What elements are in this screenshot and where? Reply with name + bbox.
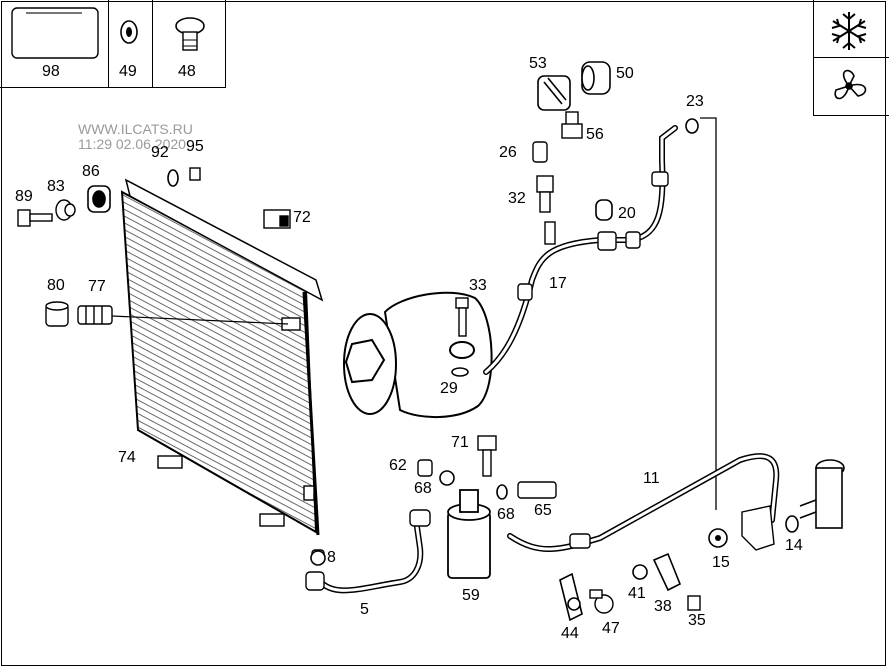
cell-divider — [108, 0, 109, 87]
label-35: 35 — [688, 612, 706, 629]
valve-32 — [536, 175, 554, 213]
bolt-33 — [455, 297, 469, 337]
label-20: 20 — [618, 205, 636, 222]
label-95: 95 — [186, 138, 204, 155]
condenser-74 — [120, 178, 324, 536]
leader-line — [700, 117, 717, 510]
label-23: 23 — [686, 93, 704, 110]
bracket-38 — [652, 552, 682, 592]
label-50: 50 — [616, 65, 634, 82]
label-86: 86 — [82, 163, 100, 180]
label-77: 77 — [88, 278, 106, 295]
hose-fittings — [517, 171, 669, 301]
valve-56 — [561, 111, 583, 139]
watermark-datetime: 11:29 02.06.2020 — [78, 136, 186, 152]
clip-48 — [175, 17, 205, 51]
label-15: 15 — [712, 554, 730, 571]
label-26: 26 — [499, 144, 517, 161]
fan-icon — [834, 69, 867, 100]
label-8: 8 — [327, 549, 336, 566]
label-62: 62 — [389, 457, 407, 474]
compressor — [343, 291, 493, 418]
label-5: 5 — [360, 601, 369, 618]
o-ring-29 — [451, 367, 469, 377]
label-32: 32 — [508, 190, 526, 207]
label-14: 14 — [785, 537, 803, 554]
label-44: 44 — [561, 625, 579, 642]
label-80: 80 — [47, 277, 65, 294]
label-65: 65 — [534, 502, 552, 519]
snowflake-icon — [831, 12, 867, 50]
label-68-right: 68 — [497, 506, 515, 523]
label-72: 72 — [293, 209, 311, 226]
label-47: 47 — [602, 620, 620, 637]
bolt-71 — [477, 435, 497, 477]
connector-72 — [263, 209, 291, 229]
sensor-65 — [517, 481, 557, 499]
washer-8 — [310, 550, 326, 566]
label-17: 17 — [549, 275, 567, 292]
o-ring-68 — [439, 470, 508, 500]
nut-15 — [708, 528, 728, 548]
label-92: 92 — [151, 144, 169, 161]
label-83: 83 — [47, 178, 65, 195]
label-41: 41 — [628, 585, 646, 602]
label-53: 53 — [529, 55, 547, 72]
label-33: 33 — [469, 277, 487, 294]
header-parts-box — [0, 0, 226, 88]
label-49: 49 — [119, 63, 137, 80]
label-11: 11 — [643, 470, 660, 487]
label-59: 59 — [462, 587, 480, 604]
switch-62 — [417, 459, 433, 477]
hose-11-fittings — [569, 505, 775, 551]
clamp-44 — [559, 572, 583, 622]
washer-14 — [785, 515, 799, 533]
grommet-86 — [87, 185, 111, 213]
cap-26 — [532, 141, 548, 163]
label-71: 71 — [451, 434, 469, 451]
washer-92 — [167, 169, 179, 187]
label-48: 48 — [178, 63, 196, 80]
clip-95 — [189, 167, 201, 181]
label-56: 56 — [586, 126, 604, 143]
nut-41 — [632, 564, 648, 580]
label-74: 74 — [118, 449, 136, 466]
leader-line — [111, 315, 289, 325]
expansion-valve-14 — [799, 459, 845, 529]
label-89: 89 — [15, 188, 33, 205]
washer-83 — [55, 199, 76, 221]
washer-49 — [120, 20, 138, 44]
cap-50 — [581, 61, 611, 95]
valve-77 — [77, 305, 113, 325]
cap-20 — [595, 199, 613, 221]
fitting-53 — [537, 75, 571, 111]
bolt-47 — [589, 589, 614, 614]
cap-80 — [45, 301, 69, 327]
cell-divider — [152, 0, 153, 87]
label-98: 98 — [42, 63, 60, 80]
watermark-site: WWW.ILCATS.RU — [78, 121, 193, 137]
bolt-35 — [687, 595, 701, 611]
label-68-left: 68 — [414, 480, 432, 497]
label-38: 38 — [654, 598, 672, 615]
symbol-divider — [814, 57, 889, 58]
bolt-89 — [17, 209, 53, 227]
washer-23 — [685, 118, 699, 134]
label-plate-98 — [11, 7, 99, 59]
symbol-box — [813, 0, 889, 116]
receiver-drier-59 — [447, 489, 491, 579]
label-29: 29 — [440, 380, 458, 397]
